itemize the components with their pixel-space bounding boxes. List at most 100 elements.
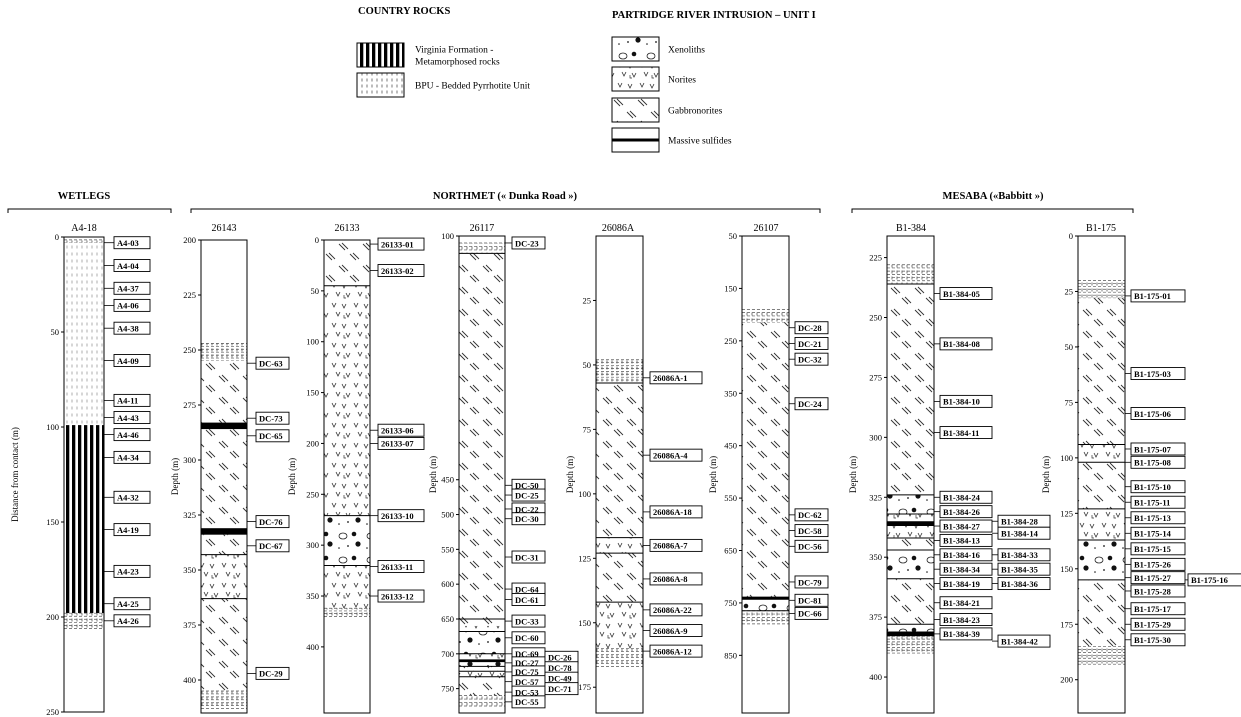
- sample-label: DC-81: [789, 594, 828, 606]
- column-a4-18: A4-18Distance from contact (m)0501001502…: [10, 223, 150, 717]
- axis-label: Depth (m): [708, 456, 718, 493]
- sample-text: DC-25: [515, 490, 539, 500]
- unit-gabbro: [887, 538, 934, 550]
- sample-text: DC-79: [798, 577, 822, 587]
- sample-text: 26086A-8: [653, 574, 687, 584]
- sample-label: 26133-06: [370, 424, 424, 436]
- sample-label: A4-34: [104, 451, 150, 463]
- column-b1-384: B1-384Depth (m)225250275300325350375400B…: [848, 223, 1050, 713]
- sample-text: B1-384-28: [1001, 517, 1038, 527]
- axis-tick-label: 100: [306, 337, 319, 347]
- sample-label: B1-175-01: [1125, 290, 1185, 302]
- unit-xenolith: [1078, 540, 1125, 580]
- sample-text: B1-384-33: [1001, 550, 1038, 560]
- sample-label: B1-175-10: [1125, 481, 1185, 493]
- sample-label: 26086A-1: [643, 372, 702, 384]
- sample-label: B1-384-26: [934, 506, 992, 518]
- sample-label: B1-175-11: [1125, 496, 1185, 508]
- sample-label: A4-06: [104, 299, 150, 311]
- sample-label: B1-384-36: [992, 578, 1050, 590]
- axis-tick-label: 200: [1060, 675, 1073, 685]
- unit-bpu: [459, 696, 505, 706]
- unit-xenolith: [459, 662, 505, 666]
- axis-tick-label: 100: [46, 422, 59, 432]
- unit-xenolith: [459, 632, 505, 654]
- sample-text: A4-37: [117, 284, 139, 294]
- column-title: 26117: [470, 223, 495, 234]
- group-title: WETLEGS: [58, 191, 111, 202]
- axis-tick-label: 250: [306, 489, 319, 499]
- sample-text: B1-175-29: [1134, 620, 1171, 630]
- sample-label: 26133-02: [370, 265, 424, 277]
- group-mesaba-babbitt: MESABA («Babbitt »): [852, 191, 1133, 213]
- axis-tick-label: 200: [306, 438, 319, 448]
- sample-label: A4-04: [104, 260, 150, 272]
- sample-text: DC-67: [259, 541, 283, 551]
- sample-text: B1-175-10: [1134, 482, 1171, 492]
- sample-label: B1-175-06: [1125, 407, 1185, 419]
- legend-item-xenoliths: Xenoliths: [612, 37, 705, 61]
- sample-text: B1-175-13: [1134, 513, 1171, 523]
- axis-tick-label: 25: [1065, 286, 1074, 296]
- unit-xenolith: [887, 495, 934, 514]
- sample-text: DC-32: [798, 354, 822, 364]
- unit-gabbro: [596, 553, 643, 602]
- axis-tick-label: 75: [1065, 397, 1074, 407]
- sample-label: B1-384-08: [934, 338, 992, 350]
- sample-text: 26086A-1: [653, 373, 687, 383]
- unit-gabbro: [1078, 298, 1125, 444]
- sample-text: B1-384-35: [1001, 564, 1038, 574]
- sample-text: DC-28: [798, 323, 822, 333]
- unit-gabbro: [201, 599, 247, 691]
- axis-label: Depth (m): [170, 458, 180, 495]
- sample-label: DC-24: [789, 398, 828, 410]
- legend-swatch-gabbronorites: [612, 98, 659, 122]
- sample-label: DC-56: [789, 540, 828, 552]
- sample-text: A4-43: [117, 413, 139, 423]
- axis-tick-label: 275: [183, 400, 196, 410]
- axis-tick-label: 150: [578, 618, 591, 628]
- axis-tick-label: 175: [578, 682, 591, 692]
- sample-text: 26086A-18: [653, 507, 692, 517]
- sample-label: B1-384-23: [934, 614, 992, 626]
- sample-text: B1-384-39: [943, 629, 980, 639]
- unit-gabbro: [324, 240, 370, 286]
- sample-text: B1-384-27: [943, 521, 981, 531]
- sample-label: B1-175-30: [1125, 634, 1185, 646]
- axis-tick-label: 850: [724, 650, 737, 660]
- axis-tick-label: 150: [724, 283, 737, 293]
- sample-text: DC-60: [515, 633, 539, 643]
- sample-label: DC-67: [247, 540, 289, 552]
- unit-massive-sulfides: [459, 659, 505, 662]
- sample-label: B1-175-28: [1125, 585, 1185, 597]
- sample-text: DC-49: [548, 673, 572, 683]
- axis-tick-label: 150: [306, 388, 319, 398]
- sample-text: DC-29: [259, 669, 283, 679]
- sample-label: DC-63: [247, 357, 289, 369]
- axis-tick-label: 275: [869, 372, 882, 382]
- sample-label: DC-79: [789, 576, 828, 588]
- axis-tick-label: 650: [441, 614, 454, 624]
- axis-tick-label: 600: [441, 579, 454, 589]
- sample-text: A4-19: [117, 525, 139, 535]
- axis-tick-label: 550: [441, 544, 454, 554]
- sample-text: B1-384-21: [943, 598, 980, 608]
- sample-label: B1-384-16: [934, 549, 992, 561]
- sample-text: B1-175-08: [1134, 458, 1171, 468]
- sample-text: DC-78: [548, 663, 572, 673]
- sample-text: DC-66: [798, 609, 822, 619]
- sample-text: B1-175-16: [1191, 575, 1228, 585]
- sample-text: B1-175-14: [1134, 529, 1172, 539]
- sample-label: B1-384-34: [934, 563, 992, 575]
- unit-bpu: [459, 243, 505, 253]
- axis-tick-label: 300: [306, 540, 319, 550]
- sample-text: B1-175-01: [1134, 291, 1171, 301]
- unit-gabbro: [596, 383, 643, 538]
- axis-tick-label: 200: [183, 235, 196, 245]
- column-title: 26107: [754, 223, 779, 234]
- sample-text: 26086A-7: [653, 541, 688, 551]
- sample-text: 26133-11: [381, 562, 413, 572]
- sample-label: B1-384-28: [992, 515, 1050, 527]
